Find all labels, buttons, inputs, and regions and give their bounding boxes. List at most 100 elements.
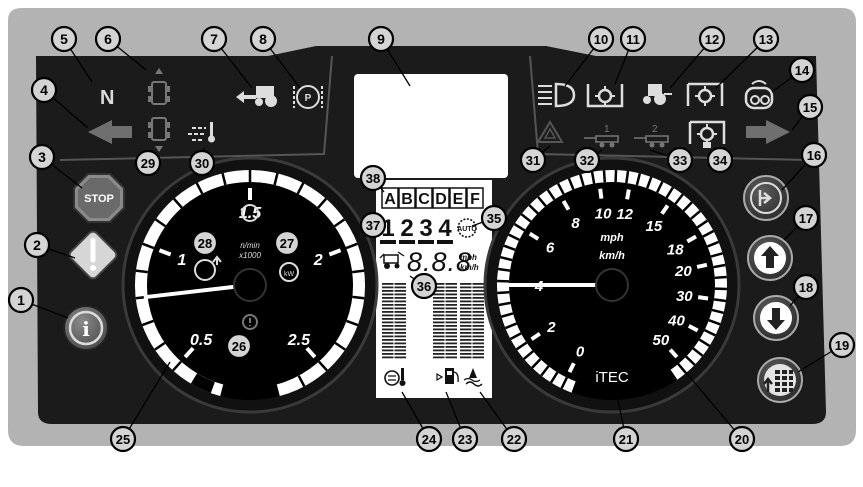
speedo-tick (497, 267, 511, 272)
speedo-major-tick (625, 189, 631, 200)
callout-25: 25 (109, 425, 137, 453)
speedo-scale-label: 30 (676, 288, 693, 305)
callout-number: 9 (377, 31, 385, 47)
general-warning-icon (242, 314, 258, 330)
callout-number: 36 (417, 279, 431, 294)
callout-circle (666, 146, 694, 174)
lcd-letter: F (470, 191, 480, 208)
callout-circle (587, 25, 615, 53)
callout-circle (359, 164, 387, 192)
speedo-tick (698, 338, 711, 348)
speedo-scale-label: 10 (595, 206, 612, 223)
down-arrow-button[interactable] (753, 295, 799, 341)
info-label: i (82, 317, 90, 341)
speedo-tick (674, 193, 684, 205)
left-turn-indicator-icon (88, 120, 132, 144)
callout-4: 4 (30, 76, 58, 104)
park-brake-icon: P (293, 85, 323, 109)
callout-number: 34 (713, 153, 728, 168)
callout-35: 35 (480, 204, 508, 232)
callout-number: 14 (795, 63, 810, 78)
callout-30: 30 (188, 149, 216, 177)
tacho-tick (296, 182, 305, 195)
speedo-scale-label: 18 (667, 242, 684, 259)
callout-circle (619, 25, 647, 53)
speedo-scale-label: 0 (576, 344, 585, 361)
speedo-major-tick (696, 262, 708, 269)
tacho-scale-label: 0.5 (190, 332, 213, 349)
lcd-gear-underline (418, 240, 434, 244)
speedo-tick (711, 308, 724, 315)
callout-5: 5 (50, 25, 78, 53)
speedo-tick (540, 365, 550, 377)
speedo-tick (656, 181, 664, 193)
callout-circle (500, 425, 528, 453)
speedo-tick (509, 332, 522, 341)
tacho-unit-line1: n/min (240, 241, 260, 250)
speedo-tick (560, 377, 568, 389)
callout-number: 1 (17, 292, 25, 308)
callout-number: 17 (799, 211, 813, 226)
speedo-tick (713, 298, 727, 303)
tacho-major-tick (305, 346, 317, 359)
trailer-1-icon: 1 (584, 124, 619, 148)
callout-number: 33 (673, 153, 687, 168)
callout-33: 33 (666, 146, 694, 174)
callout-number: 8 (259, 31, 267, 47)
speedo-major-tick (687, 324, 699, 333)
engine-temperature-icon (384, 368, 406, 386)
callout-number: 13 (759, 32, 773, 47)
callout-circle (792, 273, 820, 301)
callout-number: 19 (835, 338, 849, 353)
tacho-tick (333, 218, 346, 228)
speedo-unit-mph: mph (600, 232, 624, 244)
itec-label: iTEC (595, 369, 629, 386)
callout-2: 2 (23, 231, 51, 259)
tacho-tick (142, 242, 155, 250)
speedo-scale-label: 50 (653, 332, 670, 349)
callout-23: 23 (451, 425, 479, 453)
callout-circle (249, 25, 277, 53)
speedo-tick (549, 371, 559, 384)
speedo-scale-label: 12 (616, 206, 633, 223)
tacho-tick (317, 197, 327, 209)
lcd-unit-mph: mph (460, 253, 477, 262)
callout-circle (200, 25, 228, 53)
callout-circle (800, 141, 828, 169)
speedo-tick (685, 355, 696, 366)
speedo-tick (497, 290, 510, 295)
tacho-tick (297, 375, 306, 387)
up-arrow-button[interactable] (747, 235, 793, 281)
speedo-tick (635, 173, 642, 186)
lcd-gear-underline (437, 240, 453, 244)
callout-leader-line (122, 361, 171, 440)
callout-circle (134, 149, 162, 177)
speedo-tick (523, 350, 534, 360)
lcd-letter: E (453, 191, 464, 208)
callout-15: 15 (796, 93, 824, 121)
callout-number: 16 (807, 148, 821, 163)
speedo-major-tick (686, 234, 698, 244)
tacho-tick (195, 182, 204, 195)
callout-20: 20 (728, 425, 756, 453)
speedo-tick (707, 240, 720, 248)
lcd-letter: C (418, 191, 430, 208)
callout-circle (706, 146, 734, 174)
menu-list-button[interactable] (757, 357, 803, 403)
info-button[interactable]: i (63, 305, 109, 351)
callout-number: 29 (141, 156, 155, 171)
stop-label: STOP (84, 193, 114, 205)
tacho-tick (334, 341, 346, 351)
auto-label: AUTO (457, 226, 477, 233)
speedo-tick (556, 182, 565, 195)
speedo-scale-label: 40 (667, 312, 685, 329)
tacho-hub (233, 268, 267, 302)
tacho-tick (135, 269, 148, 274)
menu-enter-button[interactable] (743, 175, 789, 221)
speedo-tick (504, 322, 517, 330)
tacho-tick (317, 360, 328, 372)
tacho-scale-label: 2.5 (287, 332, 311, 349)
callout-24: 24 (415, 425, 443, 453)
hazard-icon (536, 120, 564, 143)
